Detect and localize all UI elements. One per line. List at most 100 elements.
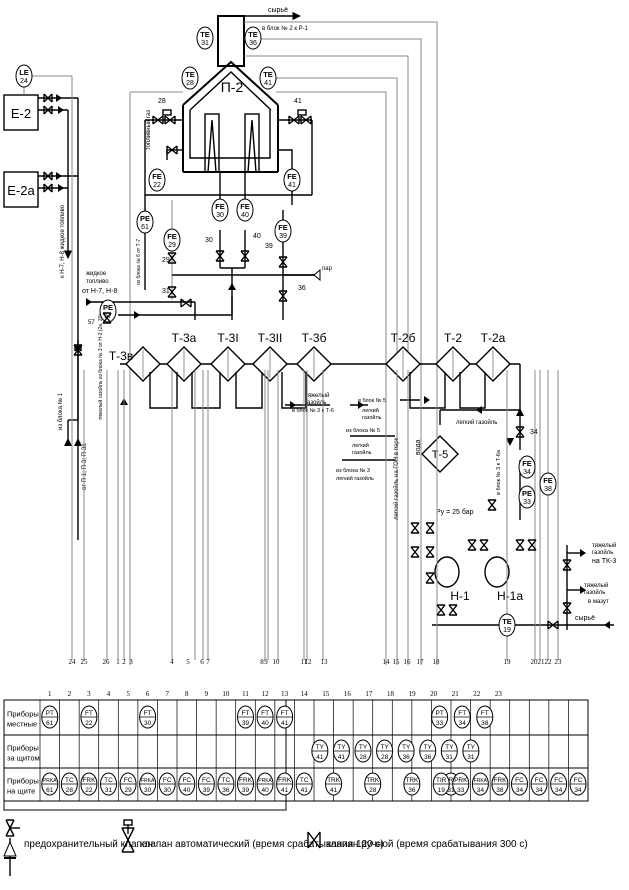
safety-valve-icon xyxy=(3,819,20,876)
valve xyxy=(166,145,178,155)
tank-piping xyxy=(23,75,79,660)
heavy-gasoil-out-3: в блок № 3 к Т-6 xyxy=(292,408,334,414)
sensor-type: LE xyxy=(19,68,29,77)
sensor-circle xyxy=(136,210,154,234)
line-number: 12 xyxy=(305,658,313,666)
valve xyxy=(288,115,300,125)
heavy-mazut-2: газойль xyxy=(584,589,605,596)
pump-h1-label: Н-1 xyxy=(450,589,470,603)
light-gasoil-a2: газойль xyxy=(362,414,382,421)
valve-36-label: 36 xyxy=(298,285,306,292)
right-piping: легкий газойль в блок № 5 легкий газойль… xyxy=(285,392,616,630)
instrument-function: FC xyxy=(182,777,191,784)
furnace-p2-label: П-2 xyxy=(221,79,244,95)
instrument-tag: 34 xyxy=(516,787,524,794)
sensor-type: TE xyxy=(263,70,273,79)
valve xyxy=(215,250,225,262)
sensor-circle xyxy=(196,26,214,50)
valve xyxy=(164,115,176,125)
sensor-type: FE xyxy=(543,476,553,485)
instrument-function: FT xyxy=(481,710,489,717)
instrument-function: FRKA xyxy=(474,778,488,784)
valve xyxy=(448,604,458,616)
exchanger-loop xyxy=(409,372,446,409)
valve xyxy=(515,539,525,551)
sensor-type: FE xyxy=(287,172,297,181)
valve xyxy=(278,256,288,268)
table-column-number: 11 xyxy=(242,690,249,698)
valve xyxy=(436,604,446,616)
light-gasoil-a1: легкий xyxy=(362,407,379,414)
instrument-tag: 34 xyxy=(555,787,563,794)
sensor-number: 41 xyxy=(288,182,296,189)
table-column-number: 12 xyxy=(262,690,270,698)
table-column-number: 23 xyxy=(495,690,503,698)
heavy-mazut-1: тяжелый xyxy=(584,582,608,589)
table-column-number: 8 xyxy=(185,690,189,698)
instrument-tag: 33 xyxy=(436,720,444,727)
sensor-number: 19 xyxy=(503,627,511,634)
sensor-number: 24 xyxy=(20,78,28,85)
line-number: 25 xyxy=(81,658,89,666)
valve xyxy=(479,539,489,551)
instrument-function: FT xyxy=(85,710,93,717)
table-row-label: Приборы xyxy=(7,777,39,786)
sensor-circle xyxy=(539,472,557,496)
local-instrument: FT 34 xyxy=(453,705,471,729)
instrument-tag: 34 xyxy=(459,720,467,727)
instrument-function: TY xyxy=(337,744,346,751)
table-column-number: 14 xyxy=(301,690,309,698)
instrument-tag: 34 xyxy=(535,787,543,794)
table-column-number: 5 xyxy=(126,690,130,698)
furnace-p2: П-2 xyxy=(182,15,279,173)
sensor-circle xyxy=(283,168,301,192)
instrument-function: TC xyxy=(104,777,113,784)
instrument-function: FT xyxy=(458,710,466,717)
table-column-number: 19 xyxy=(409,690,417,698)
instrument-function: PRK xyxy=(454,777,468,784)
line-number: 14 xyxy=(383,658,391,666)
valve-28-label: 28 xyxy=(158,98,166,105)
sensor-number: 31 xyxy=(201,40,209,47)
valve xyxy=(410,546,420,558)
line-number: 26 xyxy=(103,658,111,666)
instrument-tag: 36 xyxy=(403,754,411,761)
tank-e2-label: Е-2 xyxy=(11,106,31,121)
exchanger-loop xyxy=(281,372,307,409)
instrument-function: TRK xyxy=(366,777,380,784)
valve xyxy=(73,344,83,356)
sensor-type: PE xyxy=(522,489,532,498)
line-number: 22 xyxy=(545,658,553,666)
table-column-number: 2 xyxy=(68,690,72,698)
instrument-tag: 31 xyxy=(447,787,455,794)
instrument-function: PRKA xyxy=(43,778,57,784)
instrument-tag: 40 xyxy=(261,720,269,727)
valve-34-label: 34 xyxy=(530,429,538,436)
table-row-label: Приборы xyxy=(7,744,39,753)
fuel-gas-label: топливный газ xyxy=(145,110,152,150)
valve xyxy=(467,539,477,551)
valve xyxy=(167,252,177,264)
instrument-tag: 41 xyxy=(338,754,346,761)
tank-e2a-label: Е-2а xyxy=(7,183,35,198)
line-number: 24 xyxy=(69,658,77,666)
table-column-number: 13 xyxy=(281,690,289,698)
table-column-number: 22 xyxy=(473,690,481,698)
legend: предохранительный клапан клапан автомати… xyxy=(3,819,528,876)
exchanger-loop xyxy=(149,372,178,409)
instrument-tag: 38 xyxy=(496,787,504,794)
